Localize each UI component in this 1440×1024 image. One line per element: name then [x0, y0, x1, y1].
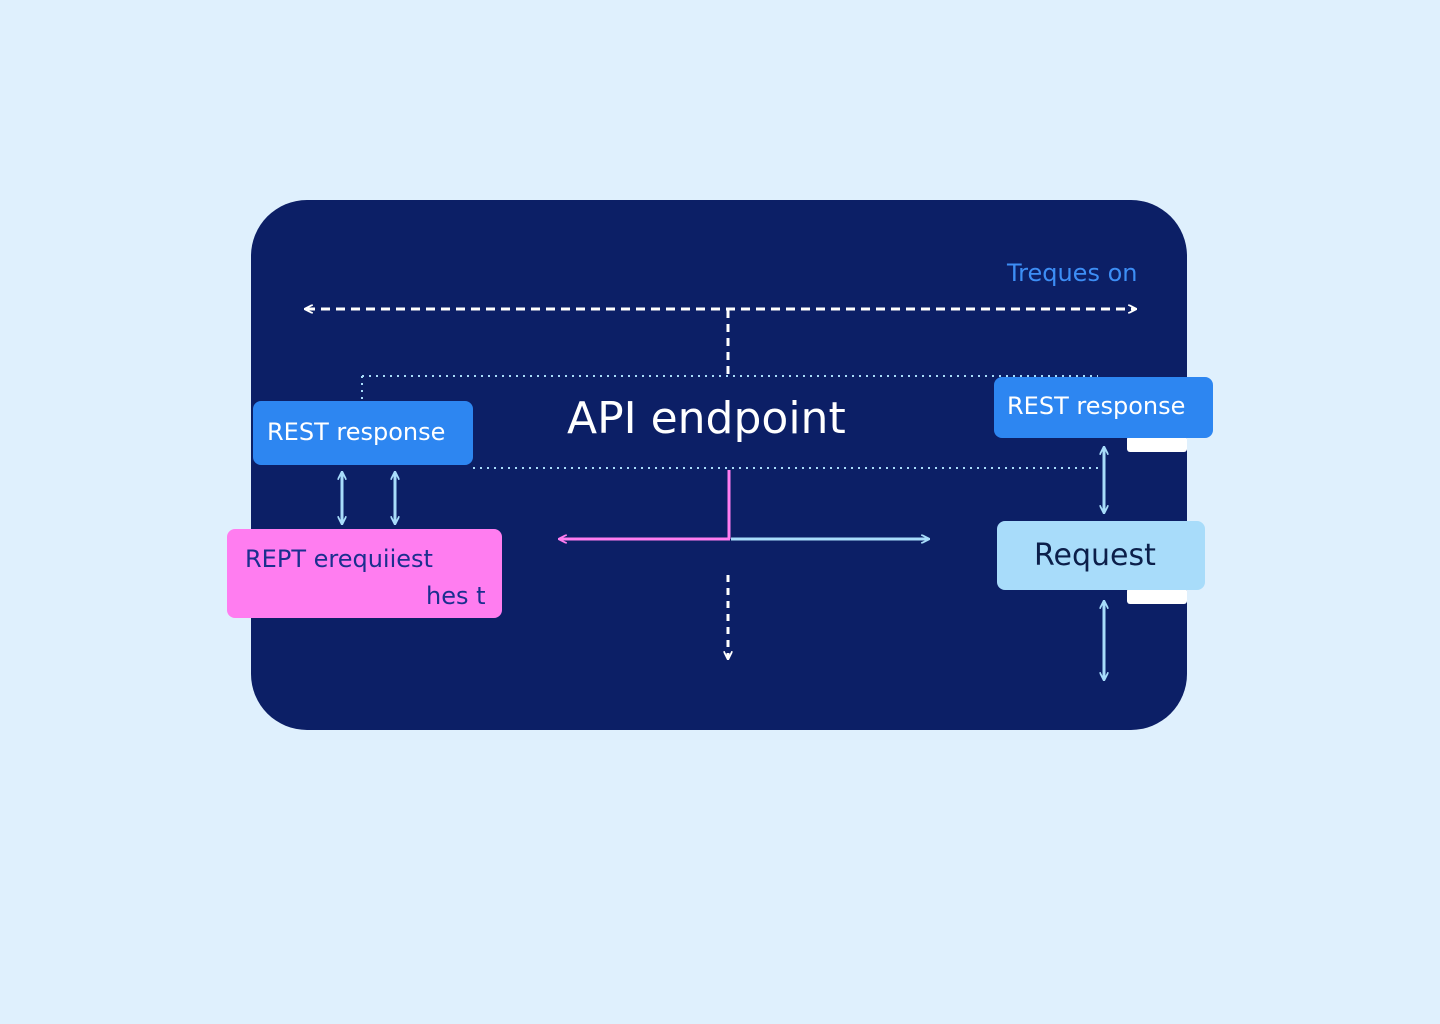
request-box: Request [997, 521, 1205, 590]
right-top-dot-pad [1127, 436, 1187, 452]
request-host-line1: REPT erequiiest [245, 545, 433, 573]
request-host-line2: hes t [426, 582, 486, 610]
api-endpoint-title: API endpoint [567, 393, 846, 444]
rest-response-left-label: REST response [267, 418, 446, 446]
request-host-box: REPT erequiiest hes t [227, 529, 502, 618]
request-label: Request [1034, 538, 1156, 573]
api-panel [251, 200, 1187, 730]
rest-response-left-box: REST response [253, 401, 473, 465]
right-bottom-dot-pad [1127, 588, 1187, 604]
rest-response-right-box: REST response [994, 377, 1213, 438]
top-right-label: Treques on [1007, 259, 1138, 287]
rest-response-right-label: REST response [1007, 392, 1186, 420]
